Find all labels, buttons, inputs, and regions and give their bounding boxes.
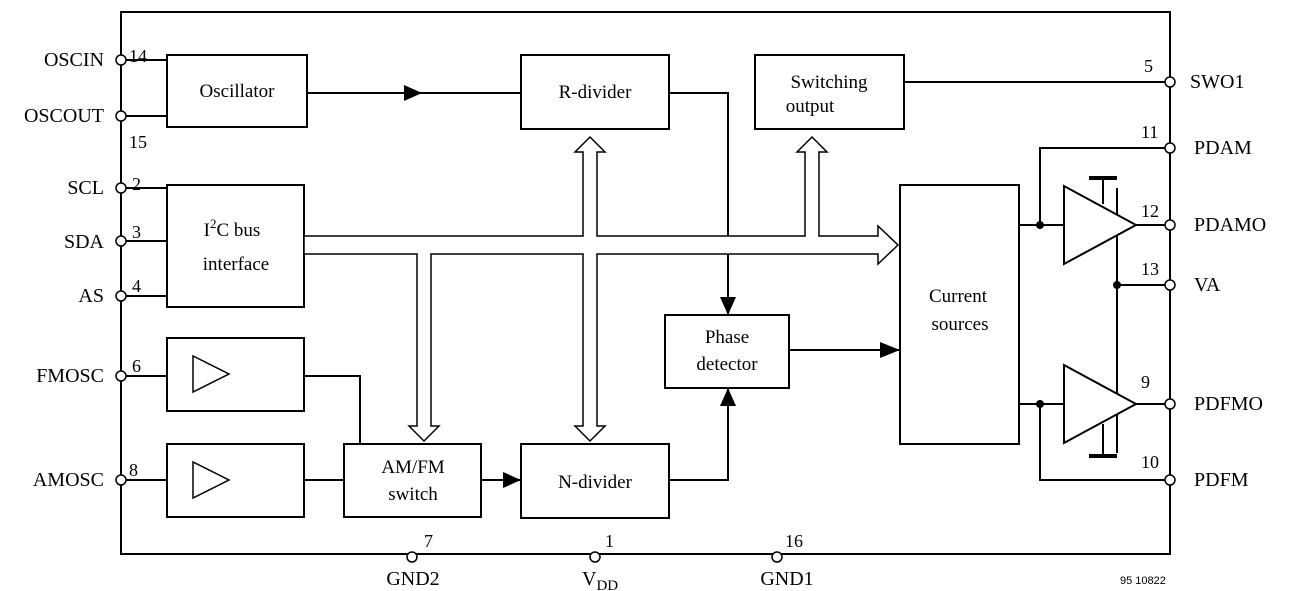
oscillator-block: Oscillator bbox=[166, 54, 308, 128]
current-sources-label-1: Current bbox=[929, 286, 988, 307]
switching-output-block: Switching output bbox=[754, 54, 905, 130]
amfm-switch-block: AM/FM switch bbox=[343, 443, 482, 518]
bus-outline bbox=[303, 135, 900, 443]
data-bus bbox=[303, 135, 900, 443]
pin-num-10: 10 bbox=[1141, 452, 1159, 472]
fm-buffer-triangle-icon bbox=[192, 354, 231, 394]
switching-output-label-1: Switching bbox=[790, 72, 868, 93]
phase-detector-label-1: Phase bbox=[705, 327, 749, 348]
phase-detector-label-2: detector bbox=[696, 354, 758, 375]
pin-name-as: AS bbox=[78, 285, 104, 307]
pin-name-oscin: OSCIN bbox=[44, 49, 104, 71]
junction-dot bbox=[1113, 281, 1121, 289]
pin-name-pdamo: PDAMO bbox=[1194, 214, 1266, 236]
amfm-switch-label-2: switch bbox=[388, 484, 438, 505]
amfm-switch-label-1: AM/FM bbox=[381, 457, 444, 478]
am-osc-amplifier-block bbox=[166, 443, 305, 518]
pin-name-pdfmo: PDFMO bbox=[1194, 393, 1263, 415]
ndiv-to-pd-arrow-icon bbox=[720, 388, 736, 406]
pin-num-12: 12 bbox=[1141, 201, 1159, 221]
fm-amplifier-triangle-icon bbox=[1063, 363, 1139, 445]
rdiv-to-pd-arrow-icon bbox=[720, 297, 736, 315]
pin-num-2: 2 bbox=[132, 174, 141, 194]
n-divider-label: N-divider bbox=[558, 472, 633, 493]
pin-num-7: 7 bbox=[424, 531, 433, 551]
pin-terminals bbox=[115, 54, 1176, 563]
pin-name-gnd1: GND1 bbox=[760, 568, 813, 590]
phase-detector-block: Phase detector bbox=[664, 314, 790, 389]
pd-to-cs-arrow-icon bbox=[880, 342, 900, 358]
pin-name-amosc: AMOSC bbox=[33, 469, 104, 491]
junction-dot bbox=[1036, 221, 1044, 229]
pin-num-9: 9 bbox=[1141, 372, 1150, 392]
pin-num-11: 11 bbox=[1141, 122, 1158, 142]
pin-num-3: 3 bbox=[132, 222, 141, 242]
pin-name-scl: SCL bbox=[67, 177, 104, 199]
pin-name-sda: SDA bbox=[64, 231, 105, 253]
am-buffer-triangle-icon bbox=[192, 460, 231, 500]
pin-num-6: 6 bbox=[132, 356, 141, 376]
pin-name-pdfm: PDFM bbox=[1194, 469, 1249, 491]
n-divider-block: N-divider bbox=[520, 443, 670, 519]
pin-num-13: 13 bbox=[1141, 259, 1159, 279]
pin-num-8: 8 bbox=[129, 460, 138, 480]
i2c-label-2: interface bbox=[203, 254, 269, 275]
pin-name-fmosc: FMOSC bbox=[36, 365, 104, 387]
switching-output-label-2: output bbox=[786, 96, 835, 117]
figure-id: 95 10822 bbox=[1120, 575, 1166, 587]
pin-num-16: 16 bbox=[785, 531, 803, 551]
r-divider-block: R-divider bbox=[520, 54, 670, 130]
pin-name-pdam: PDAM bbox=[1194, 137, 1252, 159]
fm-phase-amplifier bbox=[1063, 363, 1139, 458]
pin-num-1: 1 bbox=[605, 531, 614, 551]
pin-num-14: 14 bbox=[129, 46, 147, 66]
osc-to-rdiv-arrow-icon bbox=[404, 85, 422, 101]
pin-name-oscout: OSCOUT bbox=[24, 105, 104, 127]
i2c-label-1: I2C bus bbox=[204, 216, 261, 241]
pin-num-15: 15 bbox=[129, 132, 147, 152]
junction-dot bbox=[1036, 400, 1044, 408]
pin-name-swo1: SWO1 bbox=[1190, 71, 1244, 93]
pin-name-va: VA bbox=[1194, 274, 1221, 296]
switch-to-ndiv-arrow-icon bbox=[503, 472, 521, 488]
pin-num-5: 5 bbox=[1144, 56, 1153, 76]
pin-name-gnd2: GND2 bbox=[386, 568, 439, 590]
i2c-bus-interface-block: I2C bus interface bbox=[166, 184, 305, 308]
right-pin-labels: 5 SWO1 11 PDAM 12 PDAMO 13 VA 9 PDFMO 10… bbox=[1141, 56, 1266, 491]
pin-num-4: 4 bbox=[132, 276, 141, 296]
current-sources-label-2: sources bbox=[932, 314, 989, 335]
pin-name-vdd: VDD bbox=[582, 568, 618, 591]
current-sources-block: Current sources bbox=[899, 184, 1020, 445]
bottom-pin-labels: 7 GND2 1 VDD 16 GND1 bbox=[386, 531, 813, 591]
left-pin-labels: OSCIN 14 OSCOUT 15 SCL 2 SDA 3 AS 4 FMOS… bbox=[24, 46, 147, 491]
am-phase-amplifier bbox=[1063, 176, 1139, 266]
oscillator-label: Oscillator bbox=[200, 81, 276, 102]
r-divider-label: R-divider bbox=[559, 82, 632, 103]
fm-osc-amplifier-block bbox=[166, 337, 305, 412]
am-amplifier-triangle-icon bbox=[1063, 184, 1139, 266]
